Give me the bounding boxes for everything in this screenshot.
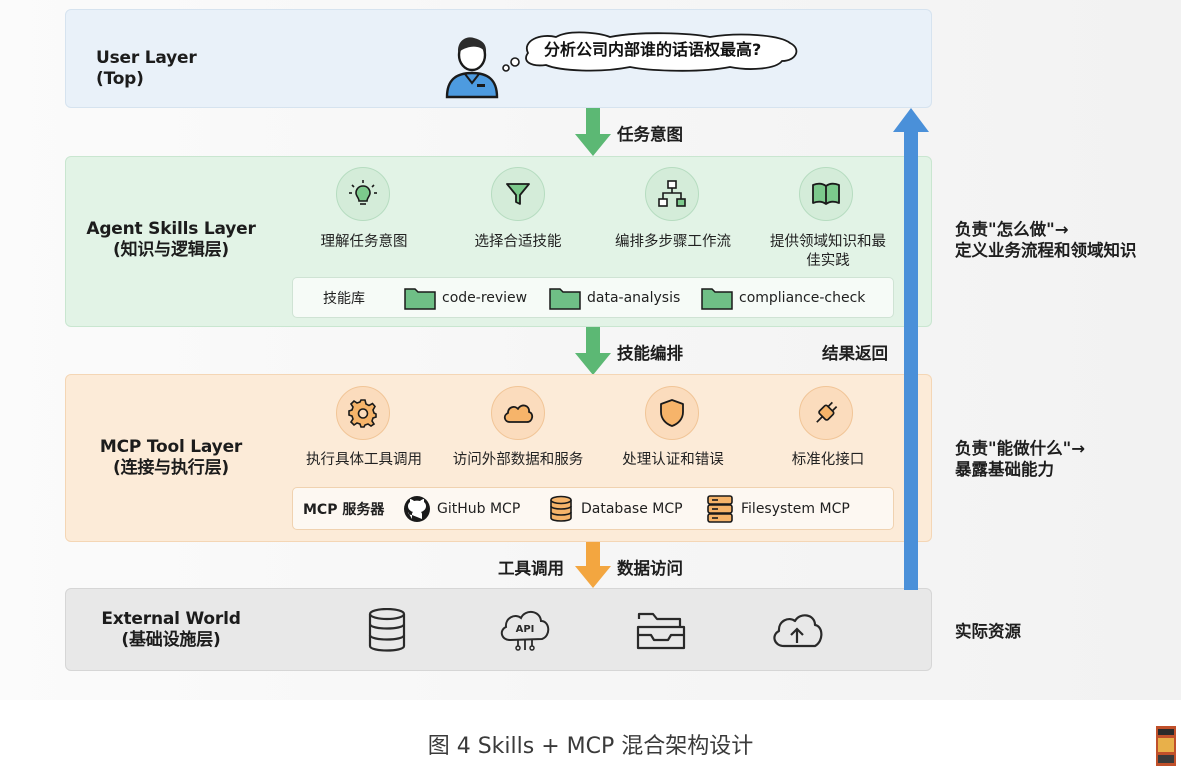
- cloud-icon: [491, 386, 545, 440]
- external-side-note: 实际资源: [955, 622, 1021, 641]
- arrow-label-result: 结果返回: [822, 344, 888, 363]
- external-layer-title: External World (基础设施层): [86, 609, 256, 651]
- database-icon: [368, 608, 406, 652]
- server-icon: [707, 494, 733, 523]
- user-avatar-icon: [443, 33, 501, 99]
- external-layer-subtitle: (基础设施层): [121, 630, 221, 650]
- mcp-cap-label-2: 访问外部数据和服务: [452, 452, 584, 468]
- agent-cap-label-2: 选择合适技能: [474, 234, 562, 250]
- cloud-upload-icon: [770, 610, 824, 650]
- agent-layer-name: Agent Skills Layer: [86, 219, 256, 239]
- database-icon: [550, 495, 572, 522]
- user-layer-title: User Layer (Top): [96, 48, 197, 89]
- mcp-server-item: GitHub MCP: [403, 495, 520, 523]
- shield-icon: [645, 386, 699, 440]
- mcp-cap-label-4: 标准化接口: [791, 452, 865, 468]
- user-question: 分析公司内部谁的话语权最高?: [544, 40, 762, 59]
- agent-cap-label-4: 提供领域知识和最佳实践: [770, 234, 886, 269]
- book-cover-icon: [1156, 726, 1176, 766]
- arrow-down-tool-icon: [575, 542, 611, 588]
- folder-icon: [701, 287, 733, 310]
- mcp-side-note: 负责"能做什么"→ 暴露基础能力: [955, 438, 1085, 480]
- diagram-canvas: User Layer (Top) 分析公司内部谁的话语权最高? 任务意图 Age…: [0, 0, 1181, 700]
- folder-icon: [549, 287, 581, 310]
- folder-icon: [404, 287, 436, 310]
- skill-item: code-review: [404, 286, 527, 310]
- arrow-label-data-access: 数据访问: [617, 559, 683, 578]
- mcp-cap-label-1: 执行具体工具调用: [306, 452, 422, 468]
- skill-library-label: 技能库: [323, 290, 365, 307]
- arrow-label-intent: 任务意图: [617, 125, 683, 144]
- github-icon: [404, 495, 430, 522]
- skill-item-label: code-review: [442, 289, 528, 306]
- arrow-up-result-icon: [893, 108, 929, 590]
- arrow-down-intent-icon: [575, 108, 611, 156]
- external-layer-name: External World: [101, 609, 241, 629]
- mcp-cap-label-3: 处理认证和错误: [622, 452, 724, 468]
- external-world-layer: [65, 588, 932, 671]
- book-icon: [799, 167, 853, 221]
- arrow-down-orchestration-icon: [575, 327, 611, 375]
- agent-side-note-line2: 定义业务流程和领域知识: [955, 241, 1137, 260]
- mcp-side-note-line2: 暴露基础能力: [955, 460, 1054, 479]
- mcp-server-label: MCP 服务器: [303, 501, 385, 518]
- gear-icon: [336, 386, 390, 440]
- api-cloud-icon: API: [498, 606, 552, 654]
- agent-layer-title: Agent Skills Layer (知识与逻辑层): [86, 219, 256, 261]
- figure-caption: 图 4 Skills + MCP 混合架构设计: [427, 734, 754, 759]
- mcp-server-item-label: GitHub MCP: [437, 500, 521, 517]
- mcp-server-item-label: Database MCP: [581, 500, 683, 517]
- plug-icon: [799, 386, 853, 440]
- agent-side-note: 负责"怎么做"→ 定义业务流程和领域知识: [955, 219, 1137, 261]
- mcp-server-item: Database MCP: [549, 495, 683, 523]
- mcp-layer-name: MCP Tool Layer: [99, 437, 243, 457]
- mcp-layer-subtitle: (连接与执行层): [113, 458, 229, 478]
- arrow-label-tool-call: 工具调用: [498, 559, 564, 578]
- mcp-server-item: Filesystem MCP: [707, 494, 850, 523]
- filter-icon: [491, 167, 545, 221]
- folder-inbox-icon: [636, 611, 686, 651]
- skill-item: data-analysis: [549, 286, 680, 310]
- mcp-server-bar: MCP 服务器 GitHub MCP Database MCP: [292, 487, 894, 530]
- workflow-icon: [645, 167, 699, 221]
- skill-library-bar: 技能库 code-review data-analysis compliance…: [292, 277, 894, 318]
- mcp-server-item-label: Filesystem MCP: [741, 500, 850, 517]
- agent-cap-label-3: 编排多步骤工作流: [615, 234, 731, 250]
- mcp-layer-title: MCP Tool Layer (连接与执行层): [86, 437, 256, 479]
- arrow-label-orchestration: 技能编排: [617, 344, 683, 363]
- lightbulb-icon: [336, 167, 390, 221]
- agent-side-note-line1: 负责"怎么做"→: [955, 220, 1069, 239]
- thought-bubble: [500, 31, 800, 81]
- skill-item-label: compliance-check: [739, 289, 866, 306]
- agent-layer-subtitle: (知识与逻辑层): [113, 240, 229, 260]
- svg-text:API: API: [516, 624, 535, 635]
- skill-item-label: data-analysis: [587, 289, 681, 306]
- mcp-side-note-line1: 负责"能做什么"→: [955, 439, 1086, 458]
- skill-item: compliance-check: [701, 286, 865, 310]
- agent-cap-label-1: 理解任务意图: [320, 234, 408, 250]
